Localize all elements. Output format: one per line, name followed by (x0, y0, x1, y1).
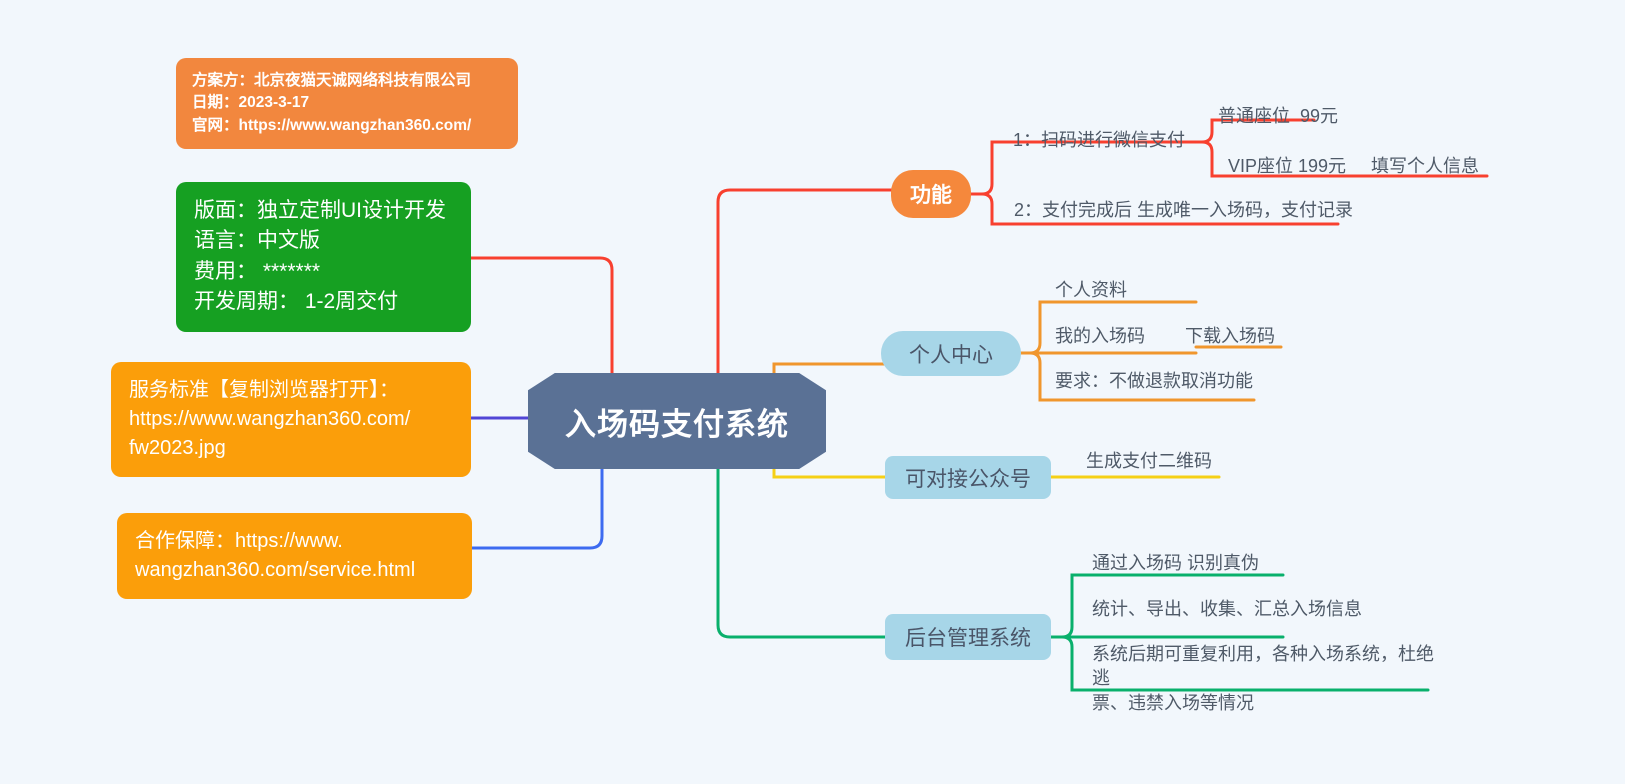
leaf-reusable-system[interactable]: 系统后期可重复利用，各种入场系统，杜绝逃 票、违禁入场等情况 (1092, 644, 1434, 713)
cooperation-line-1: 合作保障：https://www. (135, 530, 343, 552)
spec-line-2: 语言：中文版 (194, 229, 320, 253)
branch-official-account[interactable]: 可对接公众号 (885, 456, 1051, 499)
leaf-fill-personal-info[interactable]: 填写个人信息 (1371, 156, 1479, 176)
leaf-verify-entry-code[interactable]: 通过入场码 识别真伪 (1092, 553, 1260, 573)
vendor-line-2: 日期：2023-3-17 (192, 94, 310, 112)
cooperation-card: 合作保障：https://www. wangzhan360.com/servic… (117, 513, 472, 599)
leaf-features-1[interactable]: 1：扫码进行微信支付 (1013, 130, 1186, 150)
cooperation-line-2: wangzhan360.com/service.html (135, 559, 416, 581)
branch-personal-center[interactable]: 个人中心 (881, 331, 1021, 376)
spec-line-1: 版面：独立定制UI设计开发 (194, 199, 446, 222)
spec-line-4: 开发周期： 1-2周交付 (194, 290, 399, 314)
central-node[interactable]: 入场码支付系统 (528, 373, 826, 469)
vendor-info-card: 方案方：北京夜猫天诚网络科技有限公司 日期：2023-3-17 官网：https… (176, 58, 518, 150)
service-standard-line-2: https://www.wangzhan360.com/ (129, 408, 411, 430)
central-node-label: 入场码支付系统 (565, 406, 789, 442)
leaf-no-refund-requirement[interactable]: 要求：不做退款取消功能 (1055, 371, 1253, 391)
spec-line-3: 费用： ******* (194, 259, 321, 283)
service-standard-card: 服务标准【复制浏览器打开】： https://www.wangzhan360.c… (111, 362, 471, 477)
leaf-seat-normal[interactable]: 普通座位 99元 (1218, 106, 1339, 126)
leaf-personal-profile[interactable]: 个人资料 (1055, 280, 1127, 300)
leaf-seat-vip[interactable]: VIP座位 199元 (1228, 156, 1347, 176)
leaf-generate-payment-qr[interactable]: 生成支付二维码 (1086, 451, 1212, 471)
service-standard-line-3: fw2023.jpg (129, 437, 226, 459)
spec-info-card: 版面：独立定制UI设计开发 语言：中文版 费用： ******* 开发周期： 1… (176, 182, 471, 332)
service-standard-line-1: 服务标准【复制浏览器打开】： (129, 379, 399, 401)
vendor-line-1: 方案方：北京夜猫天诚网络科技有限公司 (192, 72, 472, 89)
branch-features-label: 功能 (910, 184, 952, 207)
leaf-download-entry-code[interactable]: 下载入场码 (1185, 326, 1275, 346)
branch-features[interactable]: 功能 (891, 170, 971, 218)
vendor-line-3: 官网：https://www.wangzhan360.com/ (192, 116, 472, 134)
branch-backend-system-label: 后台管理系统 (905, 627, 1031, 650)
leaf-stats-export[interactable]: 统计、导出、收集、汇总入场信息 (1092, 599, 1362, 619)
leaf-features-2[interactable]: 2：支付完成后 生成唯一入场码，支付记录 (1014, 200, 1354, 220)
branch-official-account-label: 可对接公众号 (905, 467, 1031, 491)
branch-backend-system[interactable]: 后台管理系统 (885, 614, 1051, 660)
branch-personal-center-label: 个人中心 (909, 343, 993, 367)
leaf-my-entry-code[interactable]: 我的入场码 (1055, 326, 1145, 346)
